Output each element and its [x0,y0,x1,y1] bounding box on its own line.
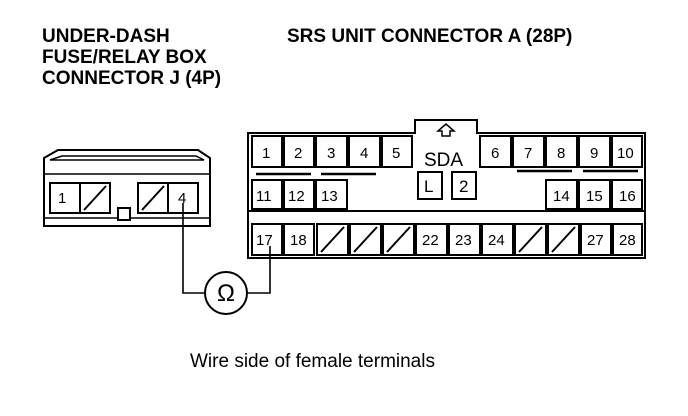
right-title: SRS UNIT CONNECTOR A (28P) [287,26,572,47]
lead-from-a-pin-17 [247,246,271,294]
connector-a-cell-27 [580,223,612,256]
connector-a-pin-24: 24 [488,232,505,249]
connector-a-pin-11: 11 [256,188,272,205]
connector-a-pin-22: 22 [422,232,439,249]
connector-j-blank-2 [83,185,107,211]
connector-j [43,149,211,227]
connector-a-pin-5: 5 [392,145,400,162]
connector-j-blank-3 [141,185,165,211]
connector-a-cell-7 [512,135,545,168]
connector-j-cell-2 [79,182,111,214]
connector-j-key [117,207,131,221]
connector-a-pin-8: 8 [557,145,565,162]
lead-from-j-pin-4 [182,203,205,294]
connector-a-pin-28: 28 [619,232,636,249]
connector-a-pin-6: 6 [491,145,499,162]
connector-a-blank-21 [386,226,411,253]
connector-a-pin-17: 17 [256,232,273,249]
connector-a-cell-22 [415,223,448,256]
connector-j-housing [43,149,211,227]
connector-a-cell-15 [578,179,611,210]
connector-a-pin-9: 9 [590,145,598,162]
figure-caption: Wire side of female terminals [190,351,435,372]
connector-a-cell-20 [349,223,382,256]
left-title-line-3: CONNECTOR J (4P) [42,68,221,89]
connector-a-cell-4 [348,135,381,168]
ohmmeter-symbol: Ω [217,280,235,307]
connector-j-pin-4: 4 [178,190,186,207]
connector-a-cell-25 [514,223,547,256]
connector-a [247,119,646,259]
connector-a-pin-23: 23 [455,232,472,249]
connector-a-cell-3 [315,135,348,168]
sda-2-label: 2 [459,177,468,196]
connector-a-pin-13: 13 [321,188,338,205]
ohmmeter-icon [204,271,248,315]
connector-a-pin-3: 3 [327,145,335,162]
connector-a-cell-9 [578,135,611,168]
connector-a-blank-20 [353,226,378,253]
connector-a-pin-15: 15 [586,188,603,205]
connector-a-pin-10: 10 [617,145,634,162]
connector-a-pin-18: 18 [290,232,307,249]
connector-a-blank-25 [518,226,543,253]
connector-a-cell-2 [283,135,315,168]
connector-a-cell-19 [316,223,349,256]
connector-a-housing [247,119,646,259]
connector-a-pin-1: 1 [262,145,270,162]
connector-a-pin-27: 27 [587,232,604,249]
sda-label: SDA [424,150,463,171]
connector-a-cell-26 [547,223,580,256]
connector-a-blank-26 [551,226,576,253]
connector-a-pin-7: 7 [524,145,532,162]
connector-a-cell-14 [545,179,578,210]
left-title-line-2: FUSE/RELAY BOX [42,47,207,68]
connector-a-cell-23 [448,223,481,256]
connector-j-lock-tab [49,155,205,161]
connector-a-cell-8 [545,135,578,168]
connector-a-pin-14: 14 [553,188,570,205]
sda-l-box [417,171,443,200]
connector-a-cell-11 [251,179,283,210]
connector-j-pin-1: 1 [58,190,66,207]
connector-a-cell-13 [315,179,348,210]
connector-a-cell-17 [251,223,283,256]
test-leads [182,203,271,315]
connector-a-pin-2: 2 [294,145,302,162]
connector-a-cell-1 [251,135,283,168]
connector-a-cell-28 [612,223,643,256]
connector-a-cell-16 [611,179,643,210]
connector-a-pin-12: 12 [288,188,305,205]
connector-a-cell-10 [611,135,643,168]
connector-a-cell-18 [283,223,315,256]
connector-a-cell-6 [479,135,512,168]
connector-a-cell-24 [481,223,514,256]
connector-a-cell-21 [382,223,415,256]
left-title-line-1: UNDER-DASH [42,26,170,47]
up-arrow-icon [436,123,456,137]
sda-2-box [451,171,477,200]
sda-l-label: L [424,177,433,196]
connector-a-pin-4: 4 [360,145,368,162]
connector-a-blank-19 [320,226,345,253]
connector-a-cell-12 [283,179,315,210]
connector-a-pin-16: 16 [619,188,636,205]
connector-a-cell-5 [381,135,413,168]
